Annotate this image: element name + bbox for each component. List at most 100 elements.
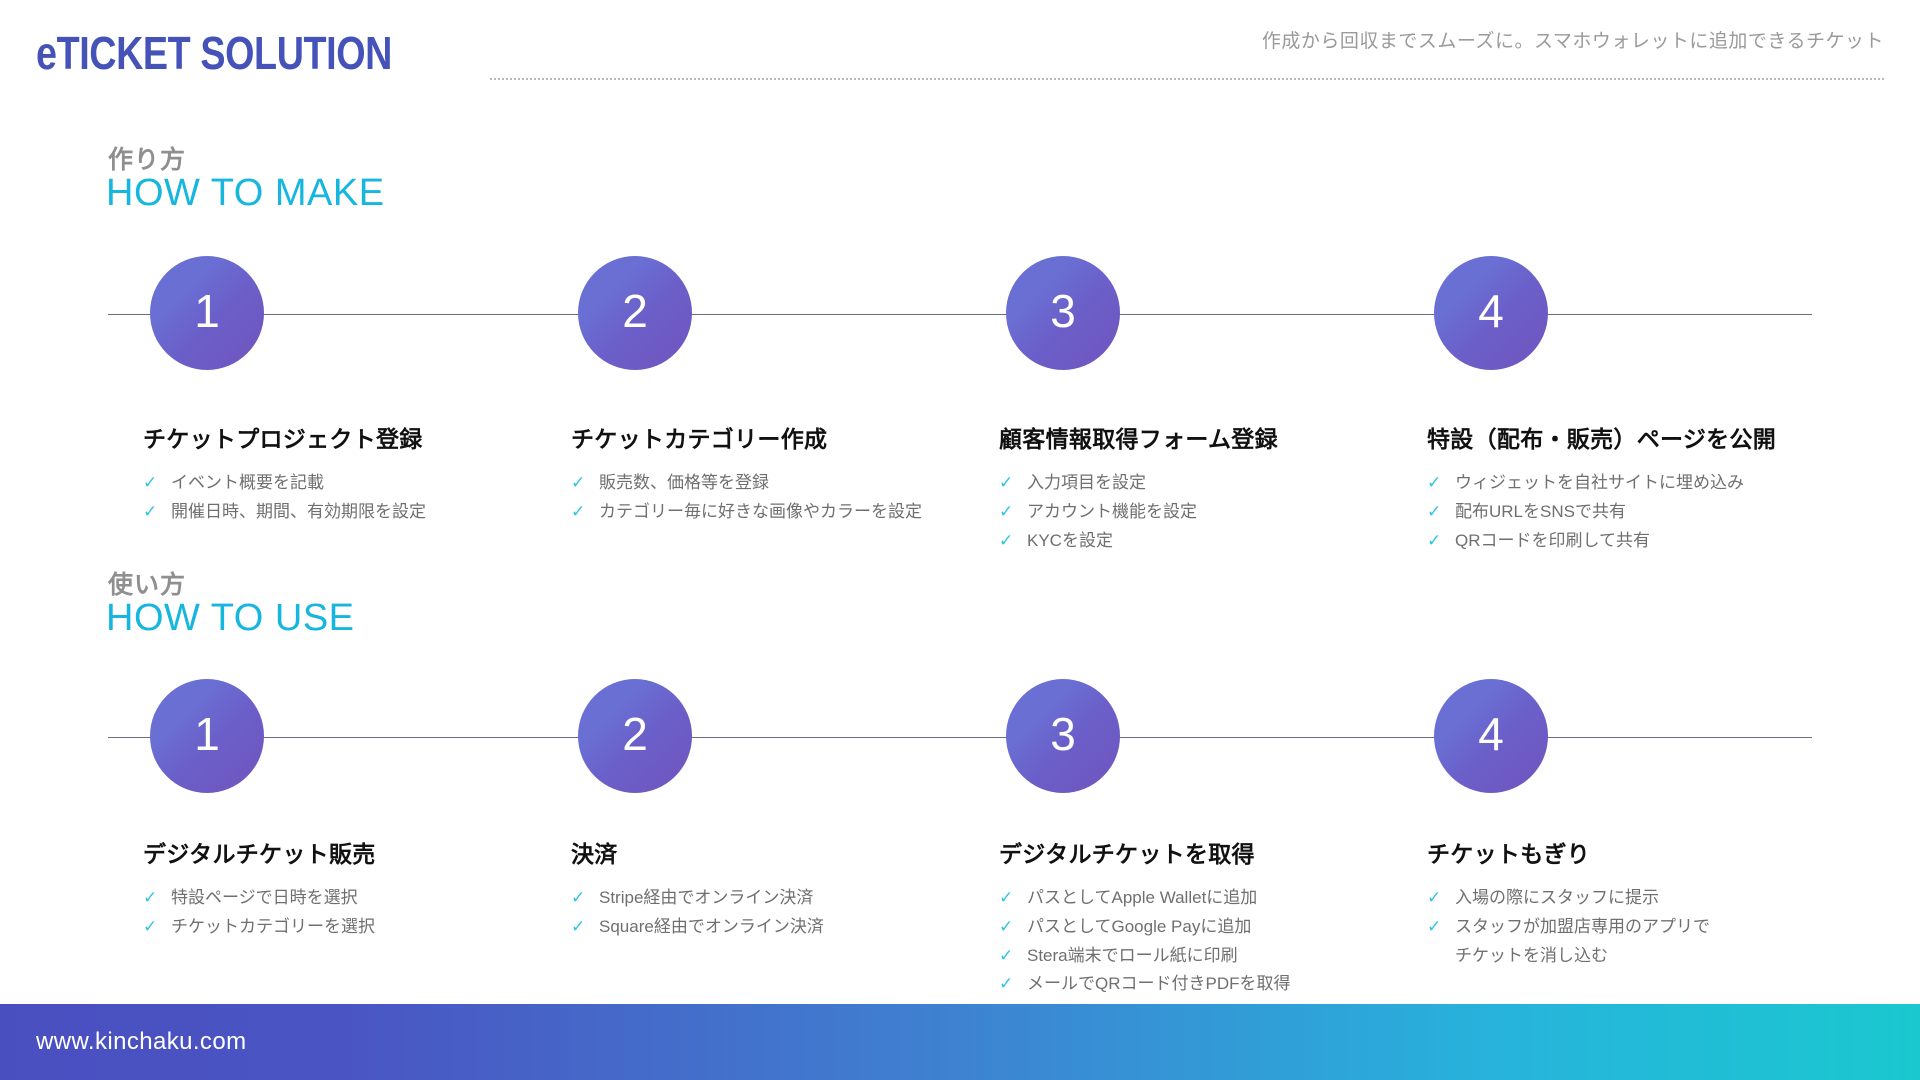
list-item: ✓ 入場の際にスタッフに提示 bbox=[1427, 885, 1847, 911]
bullet-text: Square経由でオンライン決済 bbox=[599, 916, 824, 936]
bullet-text: イベント概要を記載 bbox=[171, 473, 324, 492]
check-icon: ✓ bbox=[1427, 501, 1442, 521]
timeline-node-2[interactable]: 2 bbox=[578, 679, 692, 793]
bullet-text: チケットを消し込む bbox=[1455, 945, 1608, 965]
list-item: ✓アカウント機能を設定 bbox=[999, 499, 1419, 525]
step-bullet-list: ✓ 入場の際にスタッフに提示 ✓ スタッフが加盟店専用のアプリで チケットを消し込む bbox=[1427, 885, 1847, 968]
page-title: eTICKET SOLUTION bbox=[36, 27, 392, 79]
bullet-text: 入力項目を設定 bbox=[1027, 473, 1146, 492]
list-item: ✓ チケットカテゴリーを選択 bbox=[143, 914, 563, 940]
timeline-node-3[interactable]: 3 bbox=[1006, 679, 1120, 793]
timeline-node-3[interactable]: 3 bbox=[1006, 256, 1120, 370]
step-card: チケットプロジェクト登録 ✓ イベント概要を記載 ✓ 開催日時、期間、有効期限を設定 bbox=[143, 420, 563, 528]
check-icon: ✓ bbox=[1427, 916, 1442, 936]
list-item: ✓ パスとしてGoogle Payに追加 bbox=[999, 914, 1419, 940]
node-number: 3 bbox=[1050, 708, 1076, 760]
step-title: 決済 bbox=[571, 841, 618, 867]
list-item: ✓ Stripe経由でオンライン決済 bbox=[571, 885, 991, 911]
bullet-text: ウィジェットを自社サイトに埋め込み bbox=[1455, 473, 1744, 492]
node-number: 4 bbox=[1478, 708, 1504, 760]
bullet-text: スタッフが加盟店専用のアプリで bbox=[1455, 916, 1710, 936]
timeline-rail bbox=[108, 314, 1812, 315]
check-icon: ✓ bbox=[143, 888, 158, 907]
list-item: ✓ スタッフが加盟店専用のアプリで bbox=[1427, 914, 1847, 940]
check-icon: ✓ bbox=[143, 473, 158, 492]
step-bullet-list: ✓特設ページで日時を選択 ✓ チケットカテゴリーを選択 bbox=[143, 885, 563, 940]
step-card: 決済 ✓ Stripe経由でオンライン決済 ✓ Square経由でオンライン決済 bbox=[571, 835, 991, 943]
list-item: ✓ 配布URLをSNSで共有 bbox=[1427, 499, 1847, 525]
section-label-ja: 作り方 bbox=[108, 146, 187, 174]
node-number: 4 bbox=[1478, 285, 1504, 337]
step-title: チケットカテゴリー作成 bbox=[571, 426, 828, 452]
check-icon: ✓ bbox=[571, 916, 586, 936]
check-icon: ✓ bbox=[571, 473, 586, 492]
check-icon: ✓ bbox=[999, 530, 1014, 550]
check-icon: ✓ bbox=[999, 916, 1014, 936]
bullet-text: パスとしてGoogle Payに追加 bbox=[1027, 916, 1252, 936]
check-icon: ✓ bbox=[1427, 888, 1442, 907]
check-icon: ✓ bbox=[571, 888, 586, 907]
bullet-text: 配布URLをSNSで共有 bbox=[1455, 501, 1626, 521]
timeline-node-4[interactable]: 4 bbox=[1434, 679, 1548, 793]
list-item: ✓ Stera端末でロール紙に印刷 bbox=[999, 943, 1419, 969]
list-item: ✓パスとしてApple Walletに追加 bbox=[999, 885, 1419, 911]
section-label-en: HOW TO MAKE bbox=[106, 172, 385, 214]
timeline-node-1[interactable]: 1 bbox=[150, 256, 264, 370]
list-item: ✓入力項目を設定 bbox=[999, 470, 1419, 496]
timeline-node-1[interactable]: 1 bbox=[150, 679, 264, 793]
list-item: ✓特設ページで日時を選択 bbox=[143, 885, 563, 911]
step-title: 顧客情報取得フォーム登録 bbox=[999, 426, 1278, 452]
bullet-text: Stera端末でロール紙に印刷 bbox=[1027, 945, 1238, 965]
section-label-ja: 使い方 bbox=[108, 571, 187, 599]
timeline-rail bbox=[108, 737, 1812, 738]
node-number: 2 bbox=[622, 285, 648, 337]
timeline-node-4[interactable]: 4 bbox=[1434, 256, 1548, 370]
check-icon: ✓ bbox=[143, 916, 158, 936]
bullet-text: Stripe経由でオンライン決済 bbox=[599, 888, 814, 907]
check-icon: ✓ bbox=[1427, 473, 1442, 492]
step-bullet-list: ✓ イベント概要を記載 ✓ 開催日時、期間、有効期限を設定 bbox=[143, 470, 563, 525]
page-footer: www.kinchaku.com bbox=[0, 1004, 1920, 1080]
check-icon: ✓ bbox=[143, 501, 158, 521]
step-bullet-list: ✓入力項目を設定 ✓アカウント機能を設定 ✓KYCを設定 bbox=[999, 470, 1419, 553]
list-item: ✓ KYCを設定 bbox=[999, 528, 1419, 554]
bullet-text: パスとしてApple Walletに追加 bbox=[1027, 888, 1258, 907]
list-item: ✓ 販売数、価格等を登録 bbox=[571, 470, 991, 496]
list-item: ✓ Square経由でオンライン決済 bbox=[571, 914, 991, 940]
node-number: 1 bbox=[194, 285, 220, 337]
list-item: ✓ QRコードを印刷して共有 bbox=[1427, 528, 1847, 554]
step-card: デジタルチケット販売 ✓特設ページで日時を選択 ✓チケットカテゴリーを選択 bbox=[143, 835, 563, 943]
node-number: 2 bbox=[622, 708, 648, 760]
step-title: デジタルチケットを取得 bbox=[999, 841, 1255, 867]
list-item: ✓ 開催日時、期間、有効期限を設定 bbox=[143, 499, 563, 525]
step-title: チケットプロジェクト登録 bbox=[143, 426, 423, 452]
header-dotted-divider bbox=[490, 78, 1884, 80]
step-card: 特設（配布・販売）ページを公開 ✓ ウィジェットを自社サイトに埋め込み ✓ 配布UR… bbox=[1427, 420, 1847, 556]
list-item: ✓ イベント概要を記載 bbox=[143, 470, 563, 496]
node-number: 1 bbox=[194, 708, 220, 760]
list-item-continuation: チケットを消し込む bbox=[1427, 943, 1847, 969]
check-icon: ✓ bbox=[1427, 530, 1442, 550]
step-bullet-list: ✓ Stripe経由でオンライン決済 ✓ Square経由でオンライン決済 bbox=[571, 885, 991, 940]
timeline-make: 1 2 3 4 bbox=[0, 256, 1920, 372]
check-icon: ✓ bbox=[999, 945, 1014, 965]
bullet-text: チケットカテゴリーを選択 bbox=[171, 916, 375, 936]
bullet-text: 入場の際にスタッフに提示 bbox=[1455, 888, 1659, 907]
step-card: チケットもぎり ✓入場の際にスタッフに提示 ✓スタッフが加盟店専用のアプリで チ… bbox=[1427, 835, 1847, 971]
section-label-en: HOW TO USE bbox=[106, 597, 355, 639]
bullet-text: QRコードを印刷して共有 bbox=[1455, 530, 1650, 550]
footer-url[interactable]: www.kinchaku.com bbox=[36, 1028, 247, 1055]
bullet-text: 販売数、価格等を登録 bbox=[599, 473, 769, 492]
timeline-node-2[interactable]: 2 bbox=[578, 256, 692, 370]
timeline-use: 1 2 3 4 bbox=[0, 679, 1920, 795]
page-header: eTICKET SOLUTION 作成から回収までスムーズに。スマホウォレットに… bbox=[0, 0, 1920, 110]
step-title: 特設（配布・販売）ページを公開 bbox=[1427, 426, 1777, 452]
bullet-text: 開催日時、期間、有効期限を設定 bbox=[171, 501, 426, 521]
step-card: 顧客情報取得フォーム登録 ✓入力項目を設定 ✓アカウント機能を設定 ✓KYCを設… bbox=[999, 420, 1419, 556]
step-card: デジタルチケットを取得 ✓パスとしてApple Walletに追加 ✓パスとして… bbox=[999, 835, 1419, 1000]
bullet-text: KYCを設定 bbox=[1027, 530, 1113, 550]
bullet-text: メールでQRコード付きPDFを取得 bbox=[1027, 974, 1291, 994]
list-item: ✓カテゴリー毎に好きな画像やカラーを設定 bbox=[571, 499, 991, 525]
step-bullet-list: ✓ 販売数、価格等を登録 ✓カテゴリー毎に好きな画像やカラーを設定 bbox=[571, 470, 991, 525]
check-icon: ✓ bbox=[999, 501, 1014, 521]
